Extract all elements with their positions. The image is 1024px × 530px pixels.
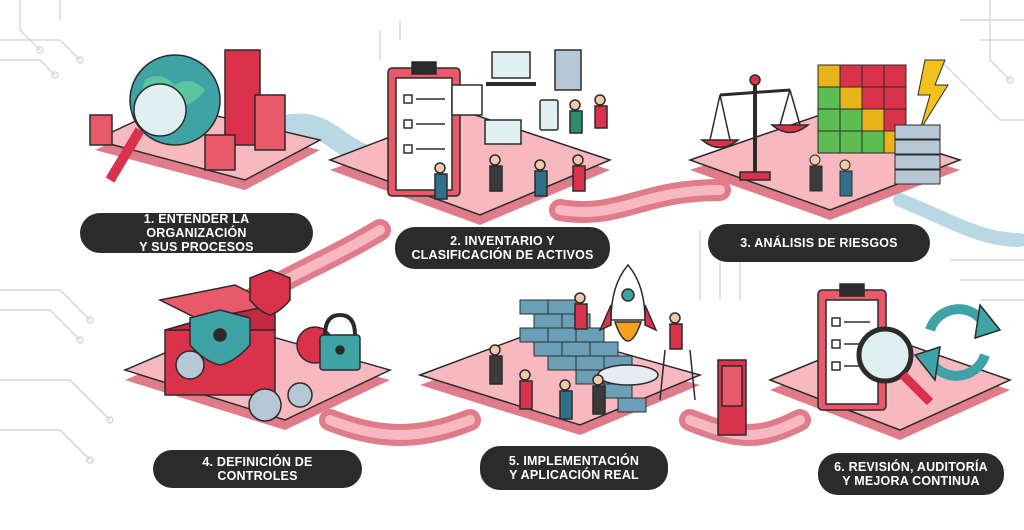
step-3-line1: 3. ANÁLISIS DE RIESGOS (740, 236, 897, 250)
step-6-line2: Y MEJORA CONTINUA (834, 474, 988, 488)
step-6-label: 6. REVISIÓN, AUDITORÍA Y MEJORA CONTINUA (818, 453, 1004, 495)
step-2-label: 2. INVENTARIO Y CLASIFICACIÓN DE ACTIVOS (395, 227, 610, 269)
beacon-icon (718, 360, 746, 435)
step-2-line2: CLASIFICACIÓN DE ACTIVOS (411, 248, 593, 262)
step-1-line2: Y SUS PROCESOS (92, 240, 301, 254)
step-5-line2: Y APLICACIÓN REAL (509, 468, 639, 482)
step-1-label: 1. ENTENDER LA ORGANIZACIÓN Y SUS PROCES… (80, 213, 313, 253)
step-2-line1: 2. INVENTARIO Y (411, 234, 593, 248)
clipboard-icon (388, 50, 607, 199)
step-3-label: 3. ANÁLISIS DE RIESGOS (708, 224, 930, 262)
step-5-label: 5. IMPLEMENTACIÓN Y APLICACIÓN REAL (480, 446, 668, 490)
step-4-line1: 4. DEFINICIÓN DE CONTROLES (165, 455, 350, 483)
step-5-line1: 5. IMPLEMENTACIÓN (509, 454, 639, 468)
step-6-line1: 6. REVISIÓN, AUDITORÍA (834, 460, 988, 474)
step-4-label: 4. DEFINICIÓN DE CONTROLES (153, 450, 362, 488)
step-1-line1: 1. ENTENDER LA ORGANIZACIÓN (92, 212, 301, 240)
